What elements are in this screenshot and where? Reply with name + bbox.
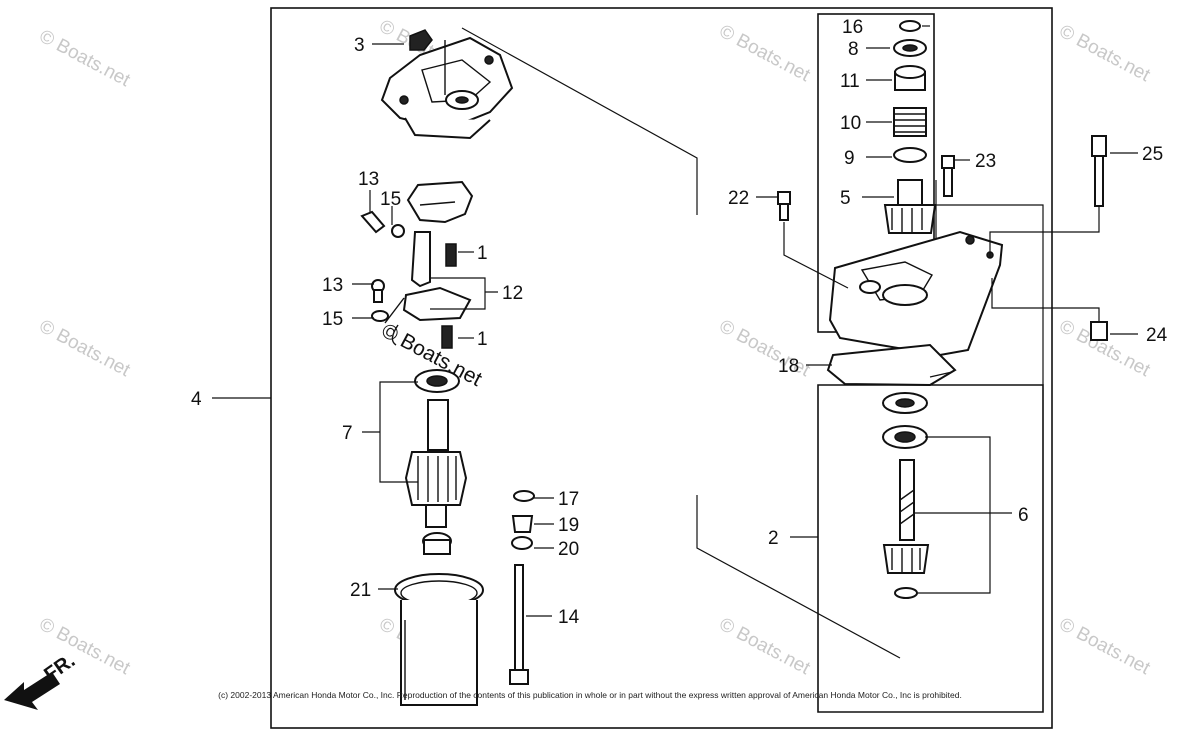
callout-15: 15	[380, 189, 401, 210]
front-direction-arrow: FR.	[4, 650, 79, 710]
yoke-part	[394, 573, 484, 706]
frame-joint	[934, 204, 1044, 385]
callout-2: 2	[768, 528, 779, 549]
callout-10: 10	[840, 113, 861, 134]
callout-19: 19	[558, 515, 579, 536]
callout-18: 18	[778, 356, 799, 377]
callout-22: 22	[728, 188, 749, 209]
callout-4: 4	[191, 389, 202, 410]
brush-holder-part	[384, 180, 474, 346]
armature-part	[404, 369, 468, 528]
callout-12: 12	[502, 283, 523, 304]
callout-5: 5	[840, 188, 851, 209]
callout-8: 8	[848, 39, 859, 60]
watermark: © Boats.net	[36, 316, 134, 382]
callout-23: 23	[975, 151, 996, 172]
callout-6: 6	[1018, 505, 1029, 526]
gear-housing-part	[828, 230, 1004, 357]
reduction-group-frame	[817, 384, 1044, 713]
callout-24: 24	[1146, 325, 1168, 346]
callout-9: 9	[844, 148, 855, 169]
watermark: © Boats.net	[716, 316, 814, 382]
watermark: © Boats.net	[716, 614, 814, 680]
screw-part	[360, 210, 405, 322]
callout-13: 13	[322, 275, 343, 296]
callout-25: 25	[1142, 144, 1163, 165]
dowel-pin-part	[1090, 321, 1108, 341]
bushing-part	[422, 532, 452, 555]
pinion-stack-part	[883, 20, 937, 234]
bearing-part	[882, 392, 928, 449]
callout-16: 16	[842, 17, 863, 38]
callout-20: 20	[558, 539, 579, 560]
watermarks: © Boats.net © Boats.net © Boats.net © Bo…	[36, 16, 1154, 680]
watermark: © Boats.net	[1056, 21, 1154, 87]
starter-assembly-frame	[270, 7, 1053, 729]
callout-11: 11	[840, 71, 860, 92]
leader-lines	[212, 25, 1138, 617]
callout-7: 7	[342, 423, 353, 444]
watermark: © Boats.net	[36, 26, 134, 92]
callout-17: 17	[558, 489, 579, 510]
callout-labels: 3 13 15 1 13 12 15 1 4 7 17 19 20 21 14 …	[191, 17, 1168, 628]
bolt-part	[777, 135, 1107, 221]
washer-part	[511, 490, 535, 550]
through-bolt-part	[509, 564, 529, 685]
callout-14: 14	[558, 607, 580, 628]
alignment-line-bottom	[696, 495, 901, 659]
spring-part	[441, 243, 457, 349]
callout-1: 1	[477, 329, 488, 350]
watermark: © Boats.net	[716, 21, 814, 87]
callout-21: 21	[350, 580, 371, 601]
callout-3: 3	[354, 35, 365, 56]
gasket-part	[826, 343, 957, 387]
callout-13: 13	[358, 169, 379, 190]
front-cover-part	[380, 36, 514, 140]
copyright-notice: (c) 2002-2013 American Honda Motor Co., …	[218, 690, 962, 700]
callout-1: 1	[477, 243, 488, 264]
grommet-part	[409, 29, 433, 51]
alignment-line-top	[461, 27, 698, 215]
callout-15: 15	[322, 309, 343, 330]
reduction-gear-part	[882, 459, 930, 599]
watermark: © Boats.net	[1056, 614, 1154, 680]
